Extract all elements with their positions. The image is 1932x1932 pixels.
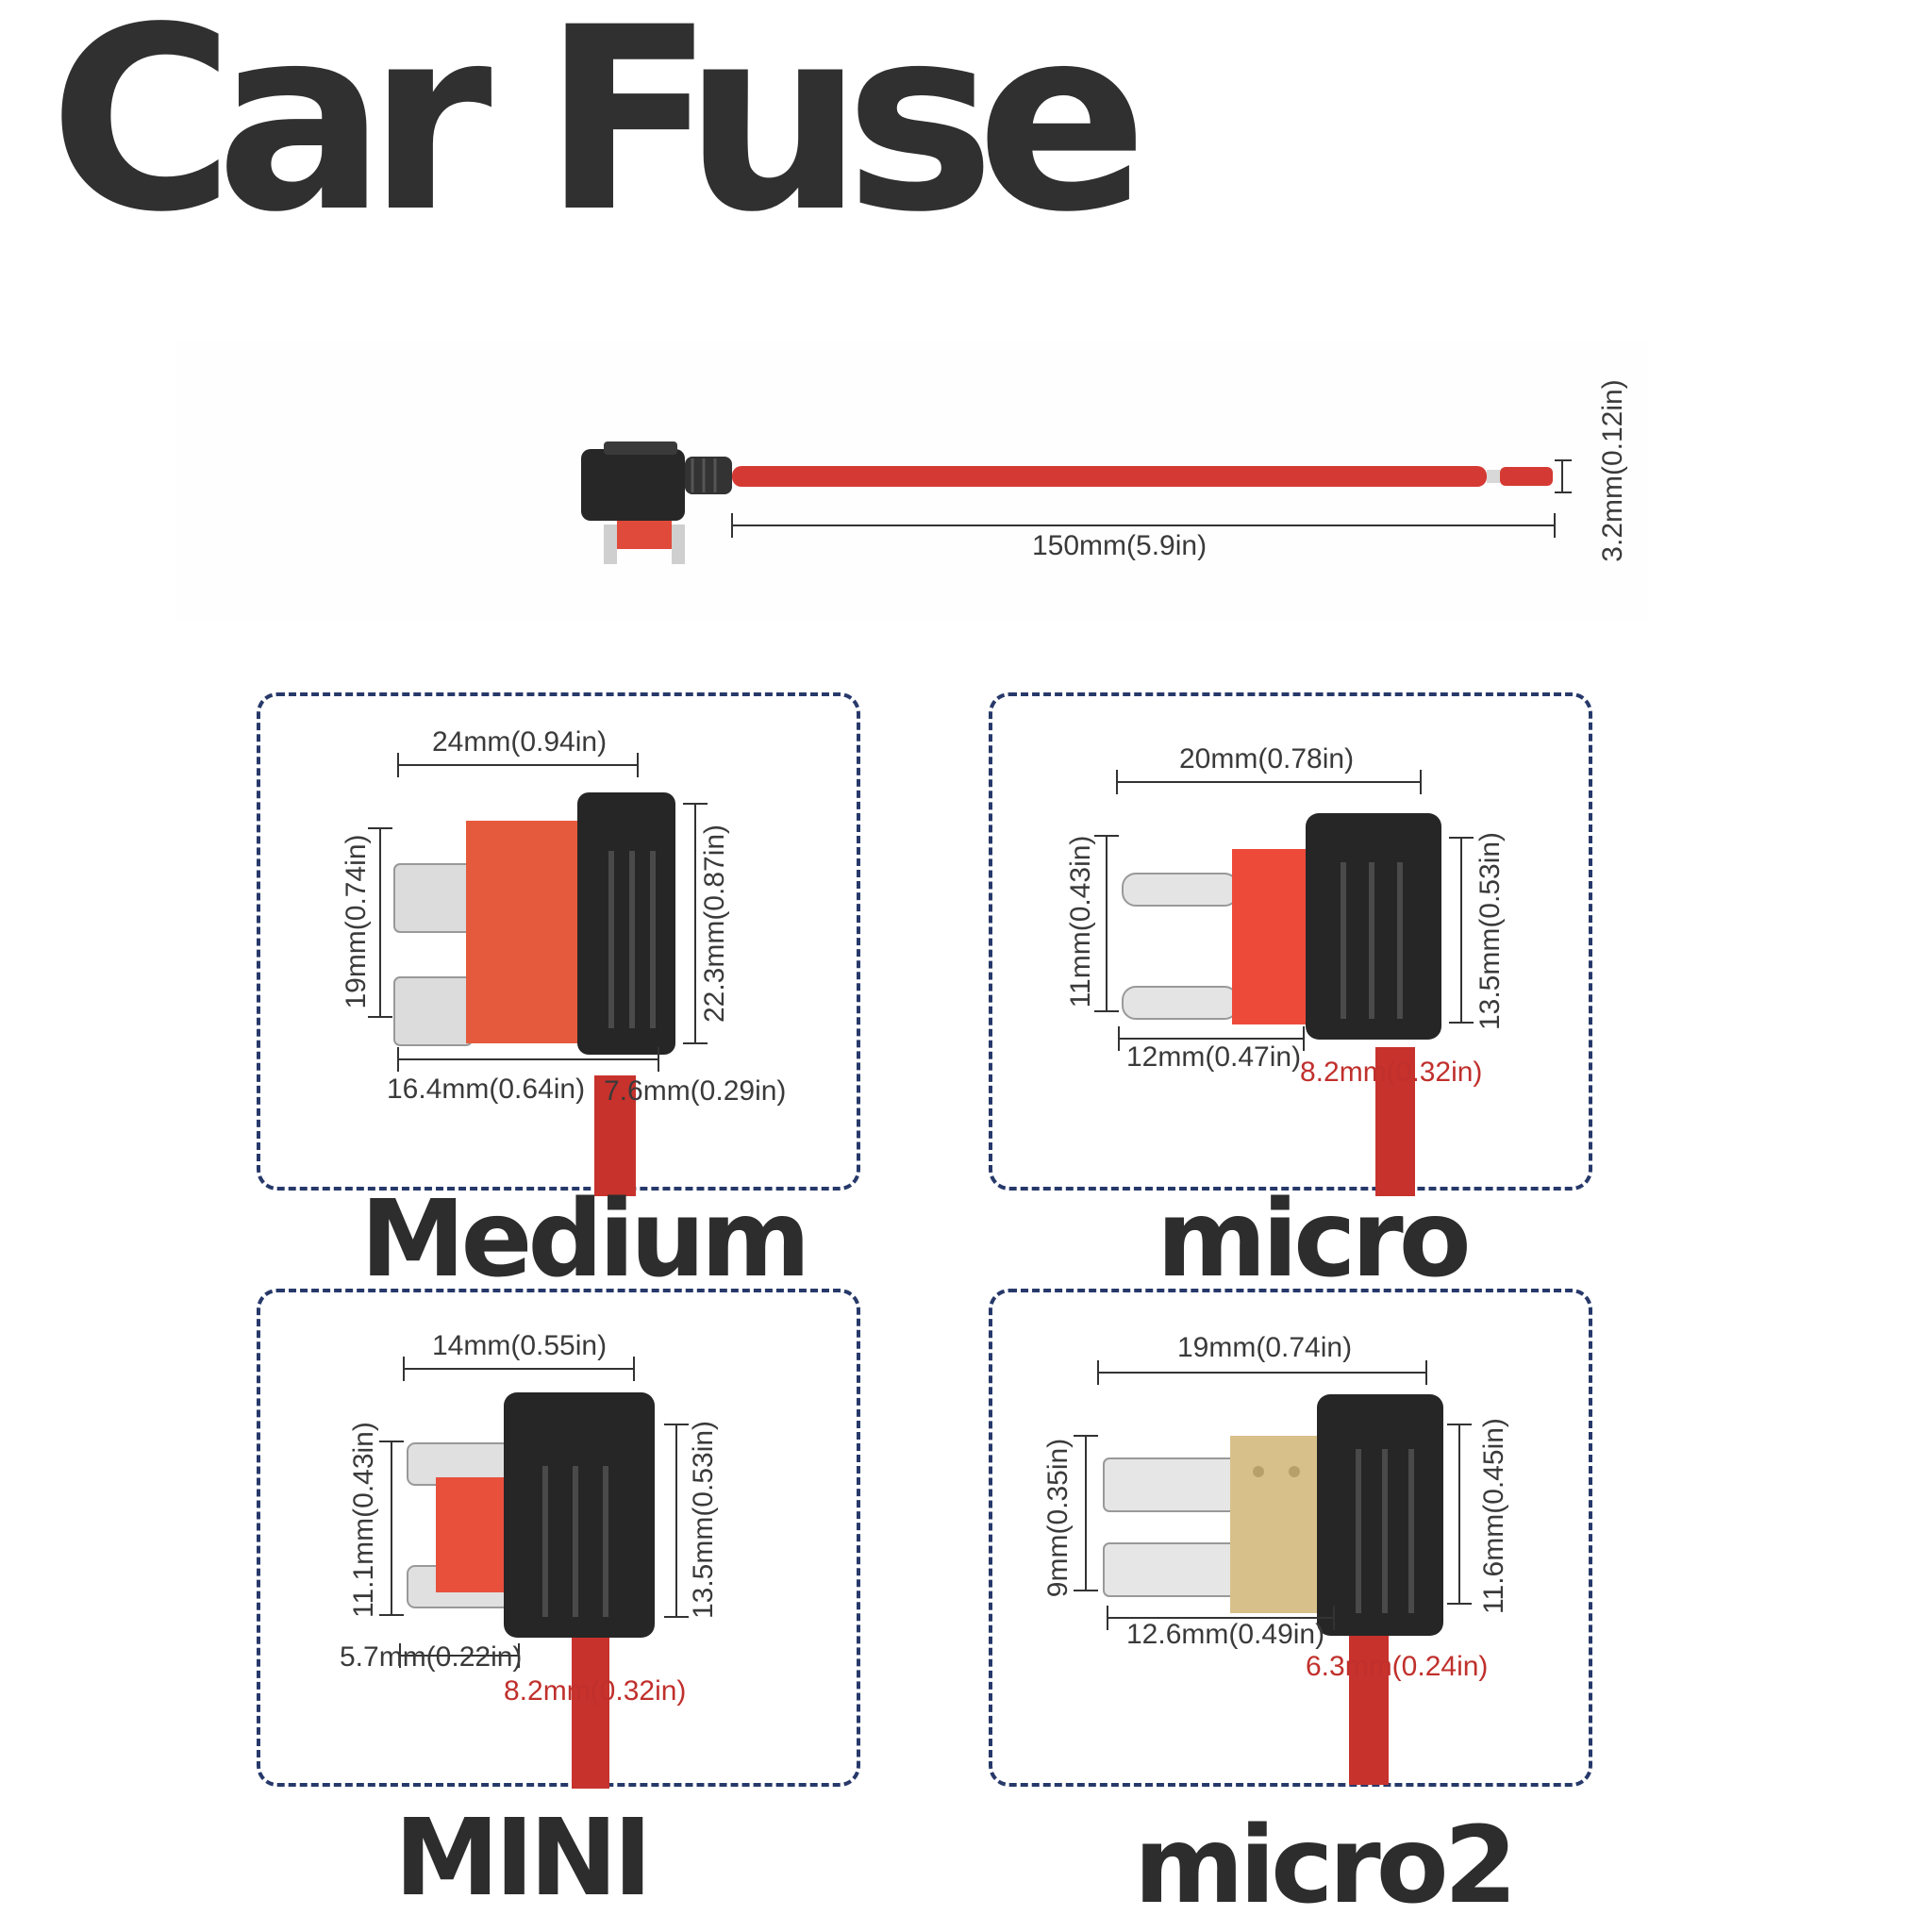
micro2-right-line	[1447, 1424, 1472, 1605]
micro-top-line	[1116, 770, 1422, 794]
cable-length-line	[731, 513, 1556, 538]
medium-right-line	[683, 803, 708, 1044]
label-mini: MINI	[394, 1797, 653, 1920]
medium-top-dim: 24mm(0.94in)	[432, 726, 608, 758]
mini-bottom-line	[399, 1643, 520, 1668]
mini-fuse-art	[407, 1392, 655, 1789]
micro-fuse-body	[1232, 849, 1315, 1024]
label-medium: Medium	[360, 1178, 810, 1301]
panel-micro2	[989, 1289, 1592, 1787]
medium-left-line	[368, 827, 392, 1018]
medium-wire-dim: 7.6mm(0.29in)	[604, 1075, 787, 1107]
mini-fuse-body	[436, 1477, 517, 1592]
micro2-fuse-body	[1230, 1436, 1328, 1613]
micro-left-dim: 11mm(0.43in)	[1065, 835, 1096, 1008]
mini-wire-dim: 8.2mm(0.32in)	[504, 1675, 687, 1707]
medium-bottom-line	[397, 1047, 659, 1072]
mini-bottom-dim: 5.7mm(0.22in)	[340, 1641, 523, 1673]
medium-left-dim: 19mm(0.74in)	[341, 834, 372, 1009]
overview-wire	[732, 466, 1487, 487]
micro2-left-line	[1074, 1435, 1098, 1591]
mini-top-dim: 14mm(0.55in)	[432, 1330, 608, 1361]
micro-fuse-art	[1122, 813, 1441, 1196]
label-micro: micro	[1157, 1178, 1472, 1301]
micro2-wire-dim: 6.3mm(0.24in)	[1306, 1651, 1489, 1682]
medium-bottom-dim: 16.4mm(0.64in)	[387, 1074, 586, 1105]
mini-left-dim: 11.1mm(0.43in)	[348, 1422, 379, 1618]
medium-fuse-art	[393, 792, 675, 1196]
mini-left-line	[379, 1441, 404, 1616]
medium-right-dim: 22.3mm(0.87in)	[699, 824, 730, 1024]
micro2-top-line	[1097, 1360, 1427, 1385]
mini-right-dim: 13.5mm(0.53in)	[688, 1420, 719, 1620]
page-title: Car Fuse	[49, 0, 1148, 268]
cable-length-label: 150mm(5.9in)	[1032, 530, 1208, 561]
micro-right-dim: 13.5mm(0.53in)	[1474, 831, 1506, 1031]
medium-fuse-body	[466, 821, 589, 1043]
mini-top-line	[403, 1357, 635, 1381]
medium-top-line	[397, 753, 639, 777]
micro2-top-dim: 19mm(0.74in)	[1177, 1332, 1353, 1363]
panel-mini	[257, 1289, 860, 1787]
micro-bottom-line	[1118, 1026, 1305, 1051]
micro-right-line	[1449, 837, 1474, 1024]
micro2-fuse-art	[1103, 1394, 1443, 1785]
mini-right-line	[664, 1424, 689, 1618]
micro-left-line	[1094, 835, 1119, 1012]
panel-medium	[257, 692, 860, 1191]
micro2-bottom-line	[1107, 1606, 1335, 1630]
overview-fuse-holder	[581, 441, 732, 564]
micro2-left-dim: 9mm(0.35in)	[1042, 1438, 1074, 1598]
label-micro2: micro2	[1134, 1805, 1518, 1927]
micro2-bottom-dim: 12.6mm(0.49in)	[1126, 1619, 1325, 1650]
panel-micro	[989, 692, 1592, 1191]
micro2-right-dim: 11.6mm(0.45in)	[1478, 1418, 1509, 1614]
micro-wire-dim: 8.2mm(0.32in)	[1300, 1057, 1483, 1088]
micro-bottom-dim: 12mm(0.47in)	[1126, 1041, 1302, 1073]
micro-top-dim: 20mm(0.78in)	[1179, 743, 1355, 774]
